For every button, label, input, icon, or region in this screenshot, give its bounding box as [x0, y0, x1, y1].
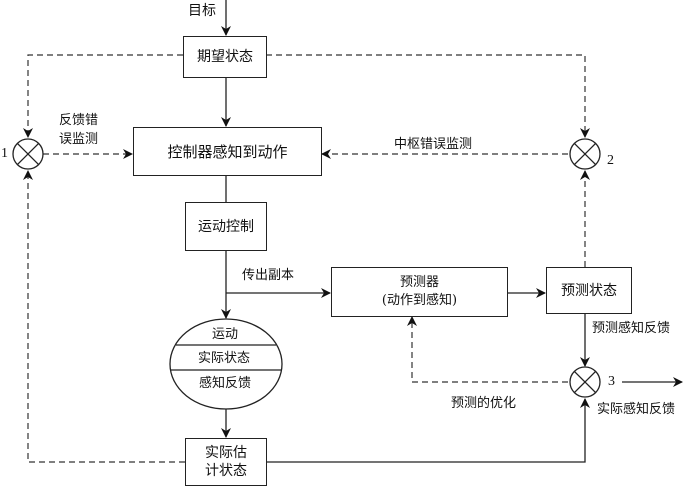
desired-state-box: 期望状态 — [183, 36, 267, 78]
movement-ellipse — [169, 318, 283, 410]
comparator-1 — [12, 138, 44, 170]
comparator-3 — [569, 366, 601, 398]
comparator-2-number: 2 — [607, 153, 614, 168]
motor-control-text: 运动控制 — [198, 218, 254, 235]
predicted-feedback-label: 预测感知反馈 — [592, 321, 671, 336]
predicted-state-box: 预测状态 — [546, 267, 632, 314]
efference-copy-label: 传出副本 — [242, 268, 295, 283]
controller-text: 控制器感知到动作 — [167, 142, 288, 161]
comparator-1-number: 1 — [1, 146, 8, 161]
feedback-error-label-2: 误监测 — [59, 132, 99, 147]
feedback-error-label-1: 反馈错 — [59, 113, 99, 128]
predictor-subtitle: (动作到感知) — [381, 293, 458, 308]
sensory-feedback-text: 感知反馈 — [199, 376, 252, 391]
controller-box: 控制器感知到动作 — [133, 127, 322, 176]
predictor-box: 预测器 (动作到感知) — [331, 267, 508, 317]
estimated-state-box: 实际估 计状态 — [185, 438, 267, 486]
desired-to-c1-dashed — [23, 54, 183, 138]
comparator-2 — [569, 138, 601, 170]
motor-control-box: 运动控制 — [185, 202, 267, 251]
prediction-refinement-label: 预测的优化 — [451, 396, 517, 411]
comparator-3-number: 3 — [608, 374, 615, 389]
desired-state-text: 期望状态 — [197, 49, 253, 65]
predictor-title: 预测器 — [399, 275, 439, 290]
estimate-to-c1-dashed — [23, 170, 185, 463]
actual-state-text: 实际状态 — [198, 351, 251, 366]
actual-feedback-label: 实际感知反馈 — [597, 402, 676, 417]
actual-feedback-line — [266, 398, 590, 463]
desired-to-c2-dashed — [266, 54, 590, 138]
refinement-dashed — [407, 316, 568, 383]
estimated-line2: 计状态 — [205, 463, 247, 479]
predicted-state-text: 预测状态 — [561, 282, 617, 299]
goal-label: 目标 — [188, 3, 216, 19]
movement-text: 运动 — [212, 327, 239, 342]
central-error-label: 中枢错误监测 — [394, 137, 473, 152]
estimated-line1: 实际估 — [205, 445, 247, 461]
